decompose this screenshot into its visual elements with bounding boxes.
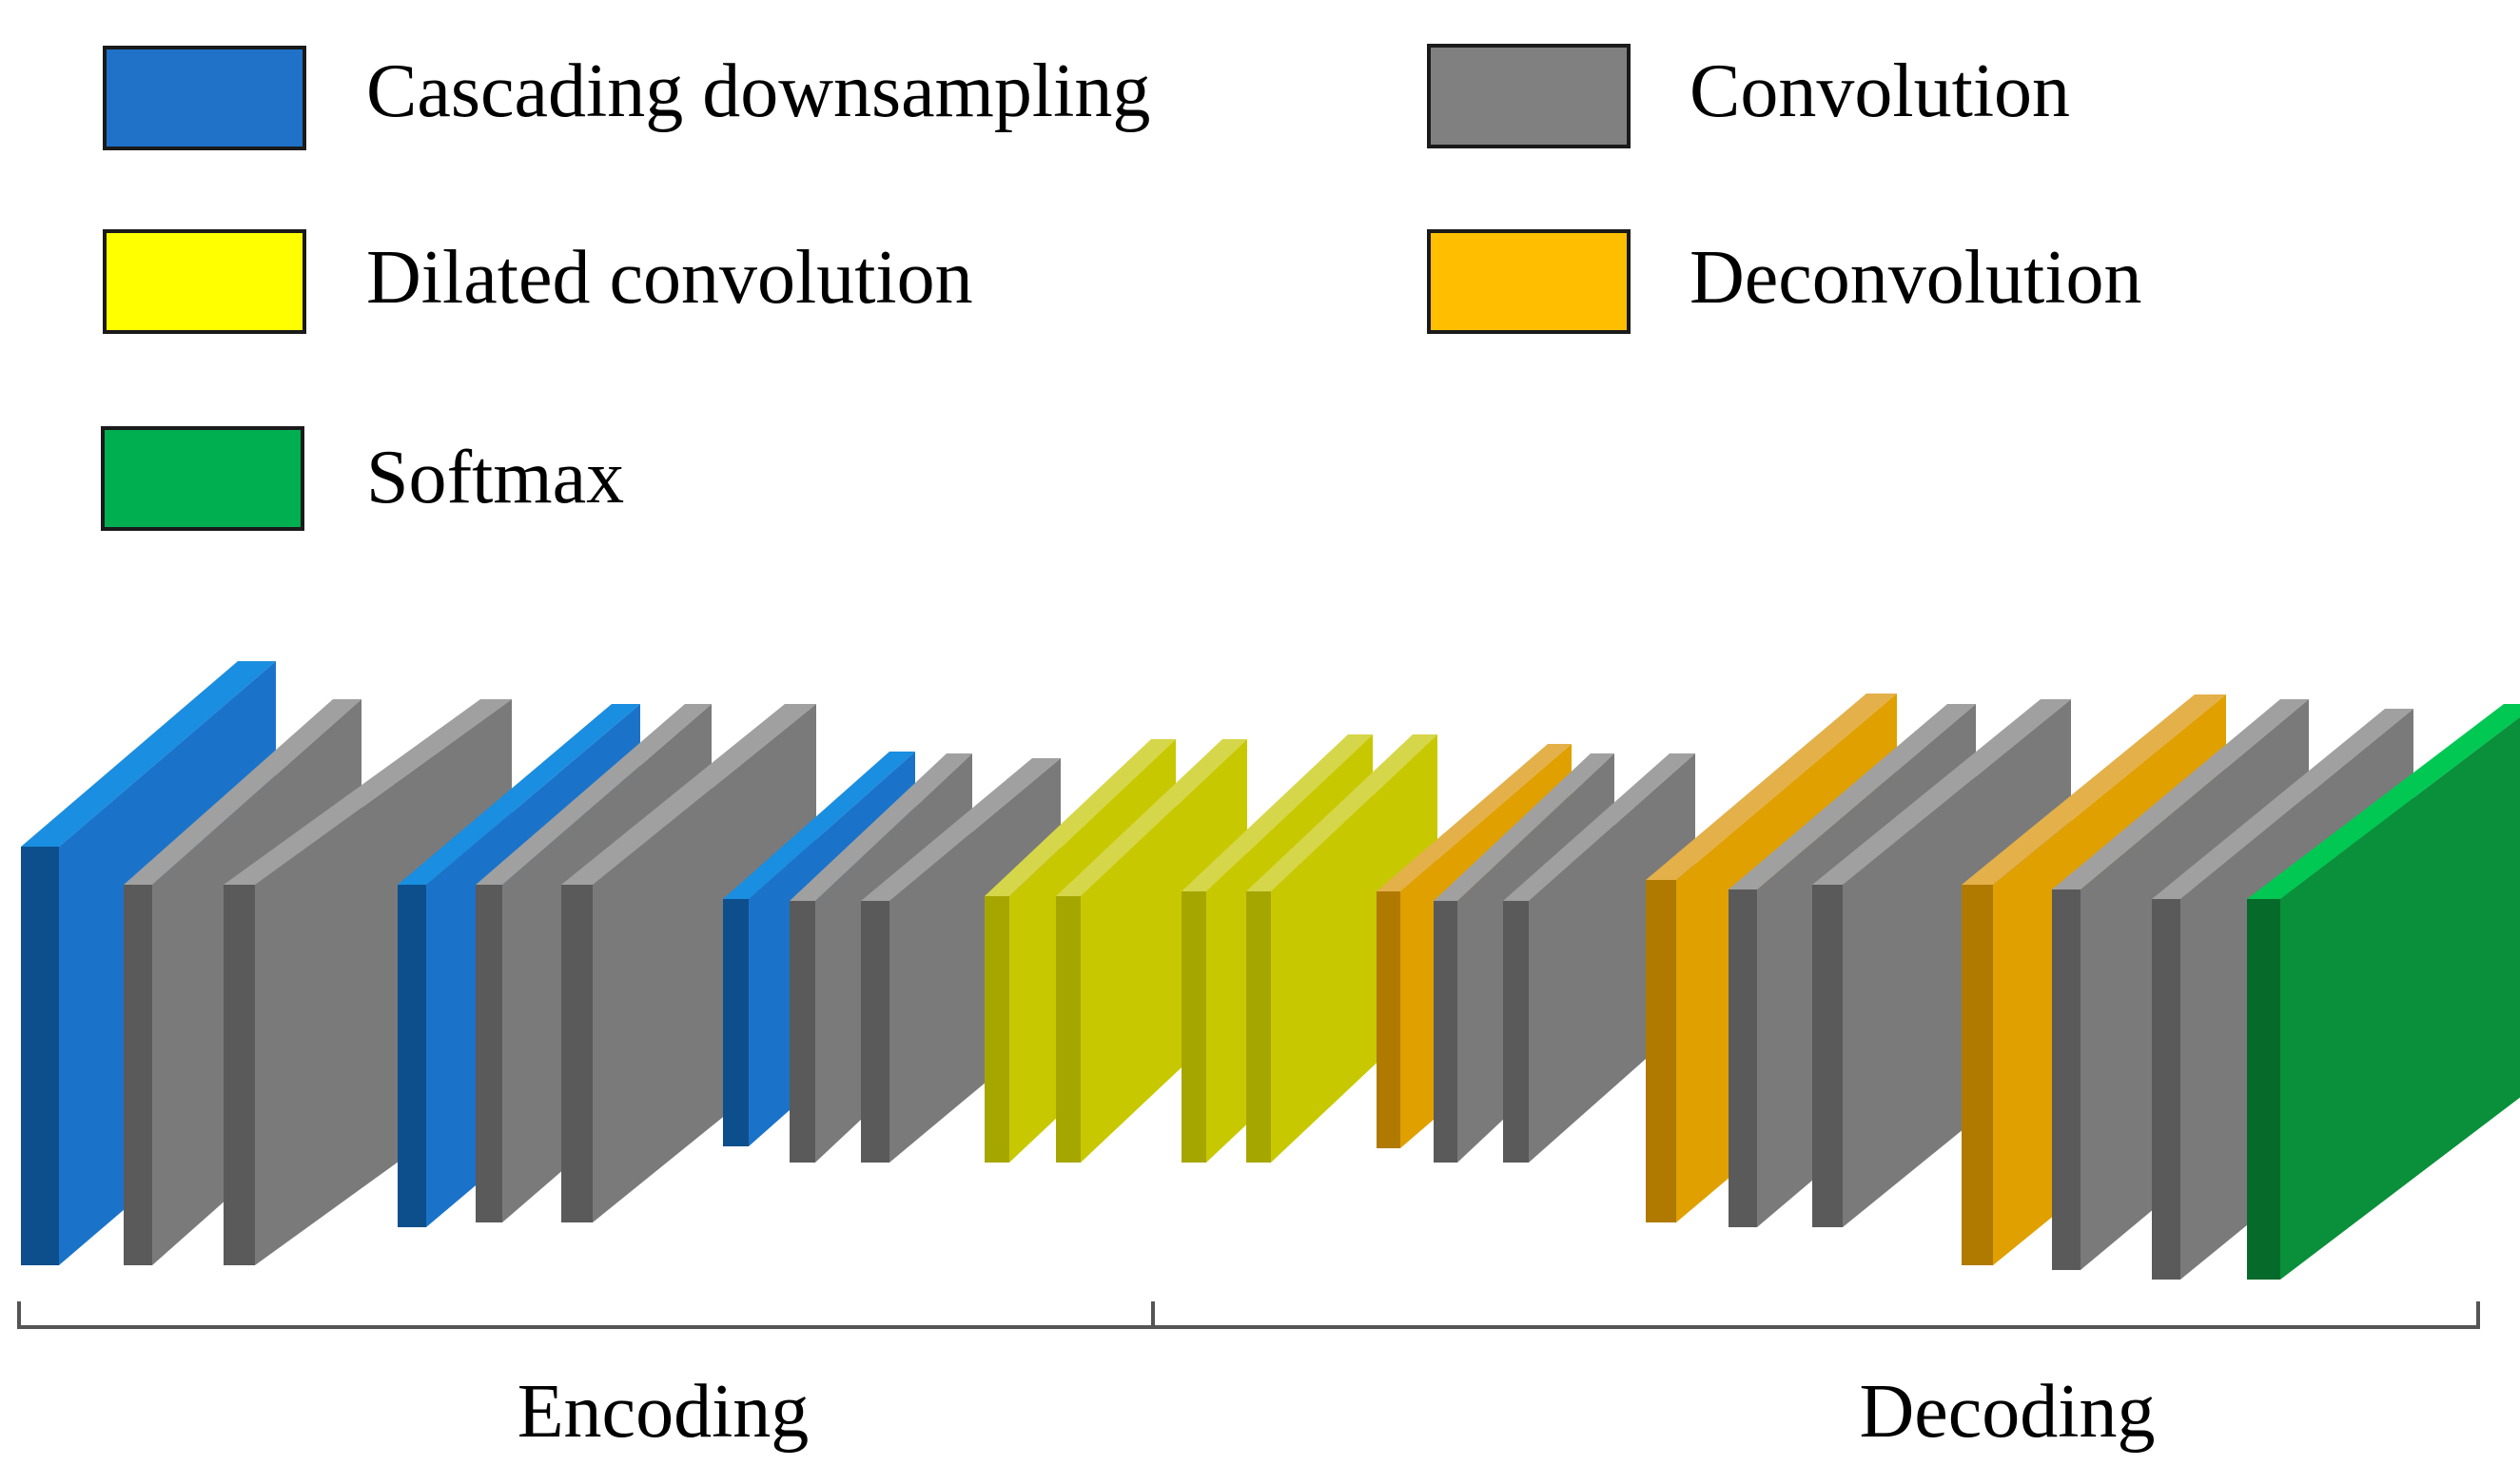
layer-edge <box>723 899 749 1146</box>
layer-edge <box>1812 885 1843 1227</box>
layer-edge <box>861 901 889 1163</box>
layer-top <box>2247 704 2520 899</box>
decoding-bracket <box>1153 1301 2480 1329</box>
layer-edge <box>1377 891 1400 1148</box>
layer-softmax-23 <box>2247 704 2520 1280</box>
layer-top <box>1377 744 1572 891</box>
encoding-label: Encoding <box>518 1370 810 1454</box>
layer-edge <box>1056 896 1081 1163</box>
layer-face <box>1529 753 1695 1163</box>
layer-face <box>1843 699 2071 1227</box>
layer-face <box>593 704 816 1222</box>
legend-swatch-cascading-downsampling <box>103 46 306 150</box>
layer-top <box>1246 734 1437 891</box>
legend-swatch-softmax <box>101 426 304 531</box>
layer-top <box>398 704 640 885</box>
legend-label-deconvolution: Deconvolution <box>1690 236 2141 320</box>
layer-convolution-16 <box>1503 753 1695 1163</box>
legend-item-convolution: Convolution <box>1427 44 2070 148</box>
layer-face <box>2280 716 2520 1280</box>
legend-swatch-deconvolution <box>1427 229 1631 334</box>
layer-edge <box>1246 891 1271 1163</box>
legend: Cascading downsampling Convolution Dilat… <box>101 44 2141 531</box>
layer-edge <box>1962 885 1993 1265</box>
layer-edge <box>124 885 152 1265</box>
layer-top <box>1729 704 1976 889</box>
layer-edge <box>2247 899 2280 1280</box>
layer-edge <box>2152 899 2180 1280</box>
layer-face <box>889 758 1061 1163</box>
layer-top <box>790 753 972 901</box>
legend-label-convolution: Convolution <box>1690 49 2070 133</box>
layer-edge <box>1182 891 1206 1163</box>
legend-label-softmax: Softmax <box>366 436 624 519</box>
layer-top <box>124 699 361 885</box>
legend-item-dilated-convolution: Dilated convolution <box>103 229 973 334</box>
layer-top <box>476 704 712 885</box>
legend-label-cascading-downsampling: Cascading downsampling <box>366 49 1150 133</box>
layer-edge <box>1434 901 1457 1163</box>
layer-stack <box>21 661 2520 1280</box>
layer-edge <box>21 847 59 1265</box>
layer-dilated-13 <box>1246 734 1437 1163</box>
layer-top <box>1503 753 1695 901</box>
layer-convolution-9 <box>861 758 1061 1163</box>
layer-top <box>224 699 512 885</box>
layer-top <box>21 661 276 847</box>
legend-item-deconvolution: Deconvolution <box>1427 229 2141 334</box>
layer-edge <box>398 885 426 1227</box>
legend-item-softmax: Softmax <box>101 426 624 531</box>
layer-dilated-11 <box>1056 739 1247 1163</box>
layer-edge <box>561 885 593 1222</box>
layer-face <box>1081 739 1247 1163</box>
layer-top <box>723 752 915 899</box>
layer-edge <box>985 896 1009 1163</box>
legend-swatch-convolution <box>1427 44 1631 148</box>
decoding-label: Decoding <box>1859 1370 2155 1454</box>
layer-top <box>1812 699 2071 885</box>
layer-edge <box>790 901 815 1163</box>
encoding-bracket <box>17 1301 1155 1329</box>
legend-item-cascading-downsampling: Cascading downsampling <box>103 46 1150 150</box>
layer-top <box>1182 734 1373 891</box>
layer-edge <box>1729 889 1757 1227</box>
layer-top <box>561 704 816 885</box>
layer-top <box>2152 709 2413 899</box>
layer-convolution-19 <box>1812 699 2071 1227</box>
legend-swatch-dilated-convolution <box>103 229 306 334</box>
layer-edge <box>224 885 255 1265</box>
layer-top <box>1646 694 1897 880</box>
layer-edge <box>476 885 502 1222</box>
stage-brackets: Encoding Decoding <box>17 1301 2480 1454</box>
layer-top <box>1056 739 1247 896</box>
layer-edge <box>2052 889 2080 1270</box>
layer-convolution-6 <box>561 704 816 1222</box>
legend-label-dilated-convolution: Dilated convolution <box>366 236 973 320</box>
layer-top <box>1962 694 2226 885</box>
layer-edge <box>1646 880 1676 1222</box>
layer-top <box>861 758 1061 901</box>
layer-top <box>2052 699 2309 889</box>
layer-top <box>985 739 1176 896</box>
layer-edge <box>1503 901 1529 1163</box>
layer-face <box>1271 734 1437 1163</box>
layer-top <box>1434 753 1614 901</box>
